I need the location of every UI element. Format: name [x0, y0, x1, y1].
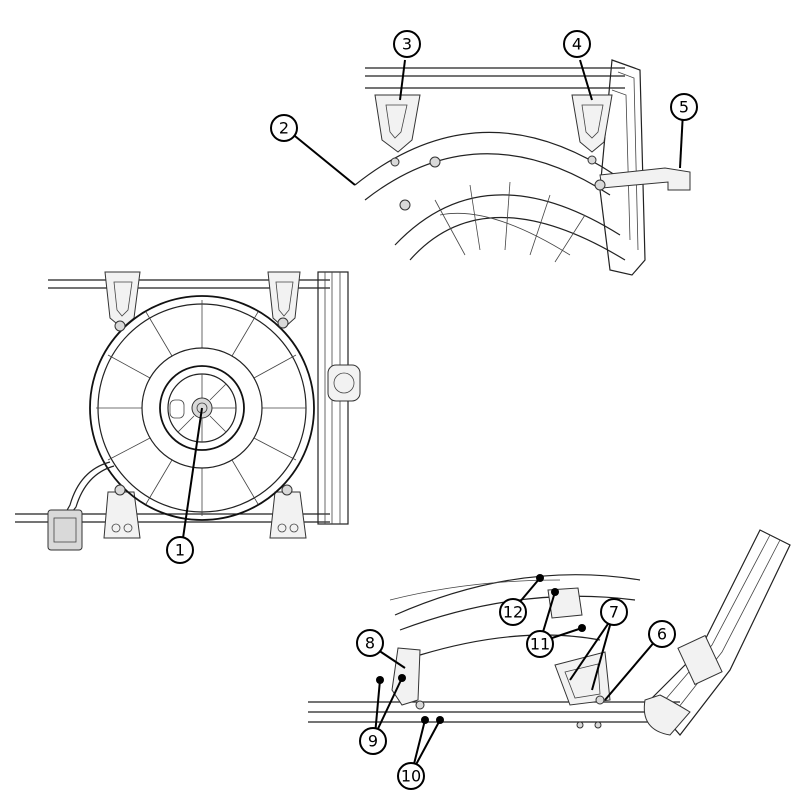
- callout-9-label: 9: [368, 732, 378, 751]
- callout-1-label: 1: [175, 541, 185, 560]
- lower-shroud-detail: [308, 529, 791, 736]
- clip-5: [599, 167, 691, 191]
- upper-left-bracket: [104, 271, 141, 329]
- upper-right-bracket: [267, 271, 301, 329]
- callout-10: 10: [397, 762, 425, 790]
- callout-2: 2: [270, 114, 298, 142]
- callout-9: 9: [359, 727, 387, 755]
- callout-12: 12: [499, 598, 527, 626]
- lower-left-bracket: [103, 491, 141, 539]
- bracket-3: [374, 94, 421, 153]
- callout-3-label: 3: [402, 35, 412, 54]
- callout-5-label: 5: [679, 98, 689, 117]
- bracket-7: [554, 651, 611, 706]
- callout-4-label: 4: [572, 35, 582, 54]
- callout-6-label: 6: [657, 625, 667, 644]
- callout-10-label: 10: [401, 767, 421, 786]
- fan-blades: [96, 300, 306, 516]
- upper-shroud-detail: [354, 59, 691, 276]
- wire-harness: [65, 461, 111, 513]
- callout-12-label: 12: [503, 603, 523, 622]
- callout-4: 4: [563, 30, 591, 58]
- bracket-8: [391, 647, 421, 706]
- lower-right-bracket: [269, 491, 307, 539]
- bracket-4: [571, 94, 613, 153]
- fan-assembly-front-view: [15, 271, 361, 551]
- callout-3: 3: [393, 30, 421, 58]
- callout-7: 7: [600, 598, 628, 626]
- callout-11-label: 11: [530, 635, 550, 654]
- callout-8-label: 8: [365, 634, 375, 653]
- callout-8: 8: [356, 629, 384, 657]
- callout-1: 1: [166, 536, 194, 564]
- leader-lines: [181, 59, 684, 773]
- callout-2-label: 2: [279, 119, 289, 138]
- callout-7-label: 7: [609, 603, 619, 622]
- callout-5: 5: [670, 93, 698, 121]
- callout-6: 6: [648, 620, 676, 648]
- callout-11: 11: [526, 630, 554, 658]
- fan-connector: [47, 509, 83, 551]
